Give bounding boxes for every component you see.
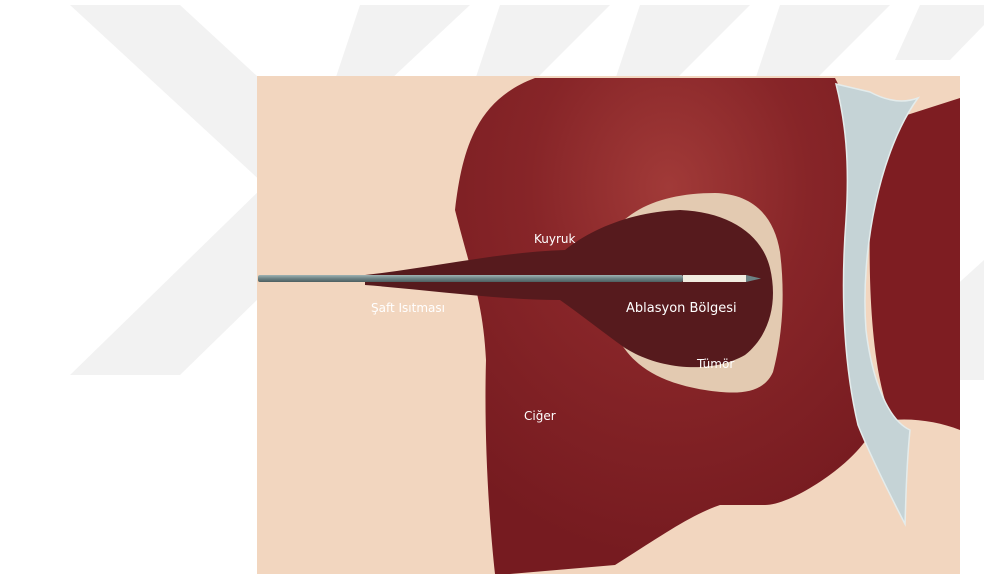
label-ablasyon-bolgesi: Ablasyon Bölgesi xyxy=(626,301,737,316)
label-kuyruk: Kuyruk xyxy=(534,232,576,246)
label-tumor: Tümör xyxy=(696,357,734,371)
label-ciger: Ciğer xyxy=(524,409,556,423)
probe-shaft xyxy=(258,275,683,282)
label-saft-isitmasi: Şaft Isıtması xyxy=(371,301,445,315)
probe-active-tip xyxy=(683,275,746,282)
